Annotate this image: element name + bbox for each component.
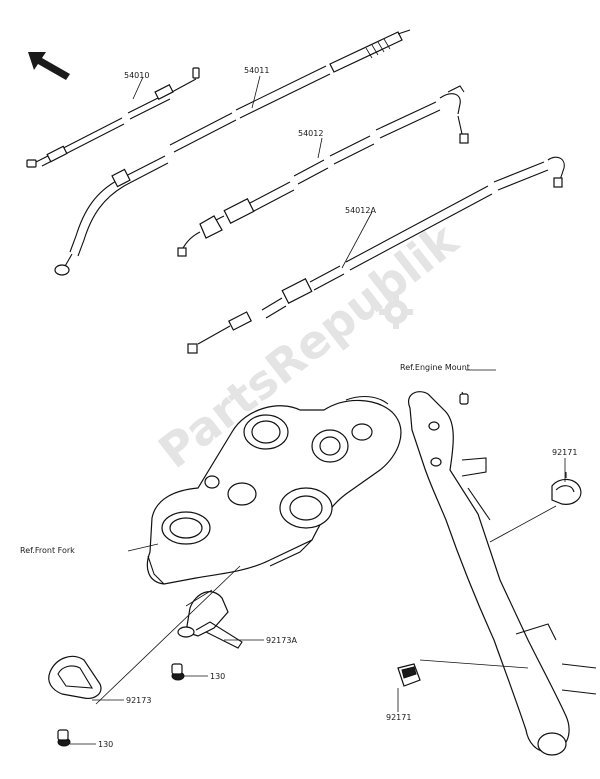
label-54012a: 54012A [345, 206, 376, 215]
holder-92173a [177, 591, 243, 649]
bolt-130-b [57, 729, 71, 747]
label-ref-engine-mount: Ref.Engine Mount [400, 363, 470, 372]
label-92171-lower: 92171 [386, 713, 411, 722]
clamp-92171-upper [551, 472, 582, 505]
cable-54012 [177, 85, 469, 257]
label-130-b: 130 [98, 740, 113, 749]
bolt-130-a [171, 663, 185, 681]
holder-92173 [48, 655, 102, 699]
front-arrow-icon [28, 52, 70, 80]
label-130-a: 130 [210, 672, 225, 681]
side-stand [408, 391, 597, 756]
cable-54011 [54, 29, 411, 276]
top-bracket [146, 395, 402, 585]
label-54012: 54012 [298, 129, 323, 138]
cable-54010 [26, 67, 200, 168]
label-54011: 54011 [244, 66, 269, 75]
label-54010: 54010 [124, 71, 149, 80]
label-ref-front-fork: Ref.Front Fork [20, 546, 75, 555]
part-labels: 54010 54011 54012 54012A Ref.Engine Moun… [20, 66, 577, 749]
leader-lines [70, 75, 566, 745]
cable-54012a [187, 156, 565, 354]
label-92171-upper: 92171 [552, 448, 577, 457]
clamp-92171-lower [397, 663, 421, 687]
label-92173a: 92173A [266, 636, 297, 645]
label-92173: 92173 [126, 696, 151, 705]
gear-icon [379, 295, 413, 329]
